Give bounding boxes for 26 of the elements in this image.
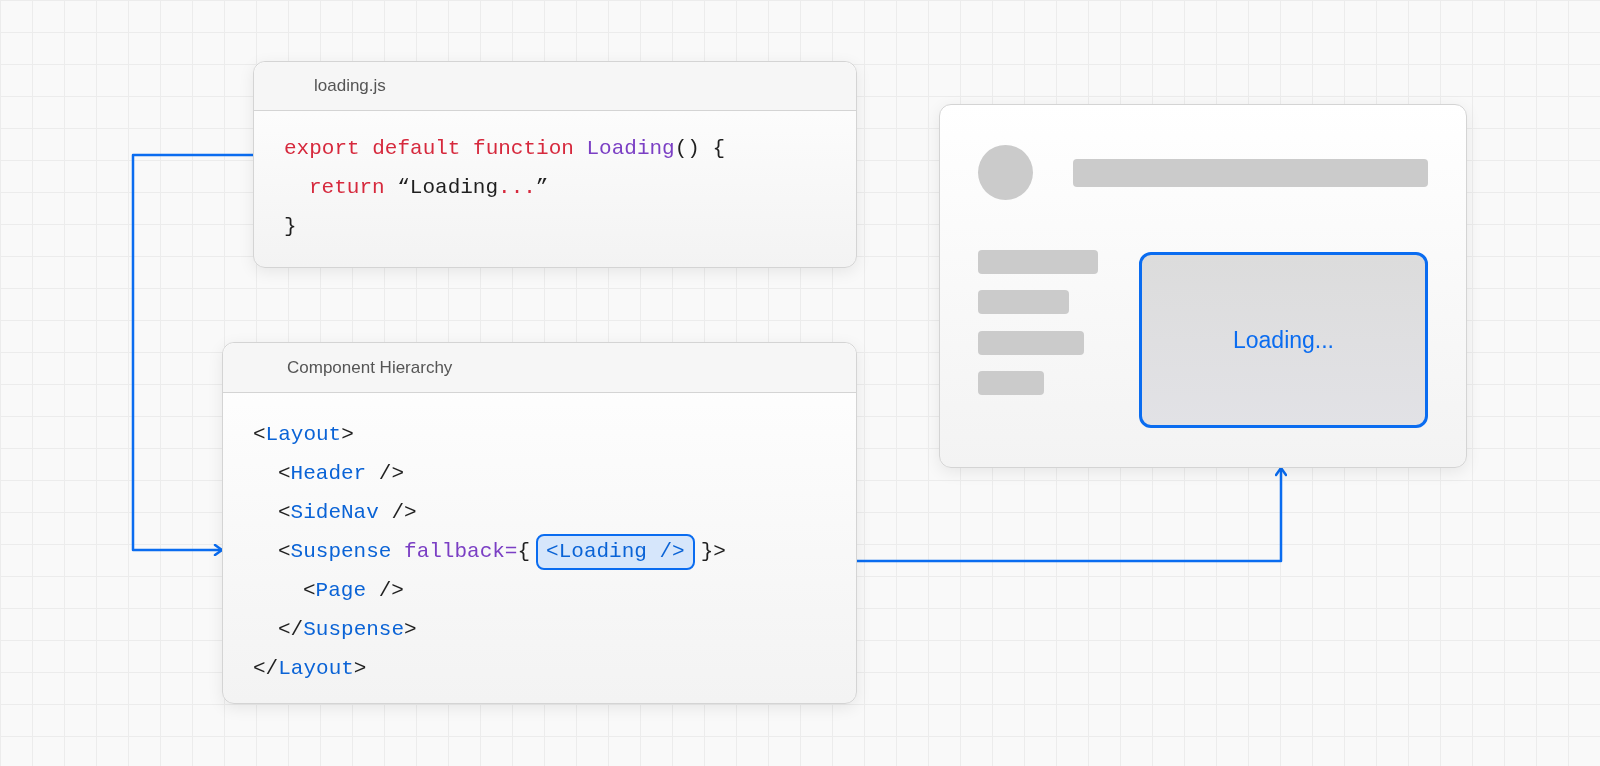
code-line: } (284, 214, 297, 240)
code-line: <Suspense fallback={ (278, 539, 531, 565)
code-line: <Page /> (303, 578, 404, 604)
skeleton-bar (1073, 159, 1428, 187)
avatar-placeholder (978, 145, 1033, 200)
skeleton-bar (978, 250, 1098, 274)
code-line: }> (700, 539, 726, 565)
code-line: </Layout> (253, 656, 367, 682)
page-mockup-card (939, 104, 1467, 468)
code-line: <Header /> (278, 461, 405, 487)
file-tab-title: loading.js (314, 75, 386, 98)
skeleton-bar (978, 371, 1044, 395)
code-line: </Suspense> (278, 617, 417, 643)
skeleton-bar (978, 331, 1084, 355)
code-line: return “Loading...” (309, 175, 549, 201)
code-line: <Layout> (253, 422, 354, 448)
connector-arrow (857, 466, 1288, 563)
code-line: <SideNav /> (278, 500, 417, 526)
highlighted-code: <Loading /> (536, 533, 695, 570)
skeleton-bar (978, 290, 1069, 314)
panel-title: Component Hierarchy (287, 356, 453, 379)
placeholder-field: Loading... (1139, 252, 1428, 428)
code-card (222, 342, 857, 704)
code-card (253, 61, 857, 268)
code-line: export default function Loading() { (284, 136, 726, 162)
connector-arrow (131, 153, 253, 557)
